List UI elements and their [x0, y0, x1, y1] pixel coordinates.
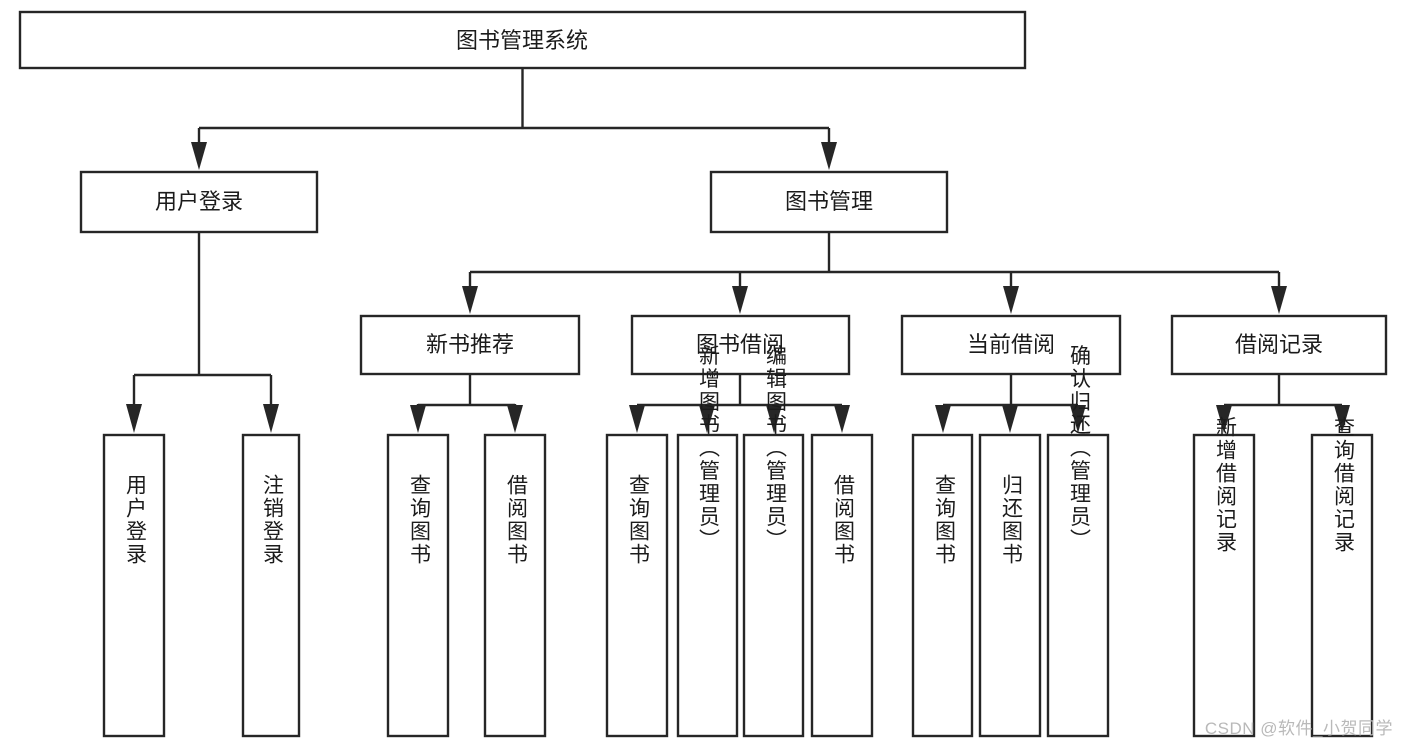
leaf-borrow-book-new-box[interactable] [483, 433, 547, 738]
leaf-add-book-admin-box[interactable] [676, 433, 739, 738]
arrowhead-leaf-add-book [699, 405, 715, 433]
leaf-query-borrow-record[interactable]: 查询借阅记录 [1310, 416, 1374, 738]
leaf-confirm-return-admin-label: 确认归还（管理员） [1067, 345, 1091, 552]
leaf-return-book[interactable]: 归还图书 [978, 433, 1042, 738]
arrowhead-leaf-logout [263, 404, 279, 433]
arrowhead-borrow-record [1271, 286, 1287, 314]
node-book-borrow[interactable]: 图书借阅 [630, 314, 851, 376]
arrowhead-leaf-confirm-return [1070, 405, 1086, 433]
leaf-return-book-box[interactable] [978, 433, 1042, 738]
leaf-add-borrow-record-box[interactable] [1192, 433, 1256, 738]
leaf-query-book-new-box[interactable] [386, 433, 450, 738]
node-current-borrow-label: 当前借阅 [967, 332, 1055, 357]
leaf-query-borrow-record-label: 查询借阅记录 [1331, 416, 1355, 554]
arrowhead-leaf-return-book [1002, 405, 1018, 433]
node-root[interactable]: 图书管理系统 [18, 10, 1027, 70]
node-book-manage-label: 图书管理 [785, 189, 873, 214]
arrowhead-leaf-borrow-book-1 [507, 405, 523, 433]
arrowhead-leaf-add-record [1216, 405, 1232, 433]
leaf-add-borrow-record[interactable]: 新增借阅记录 [1192, 416, 1256, 738]
arrowhead-leaf-query-book-3 [935, 405, 951, 433]
leaf-logout[interactable]: 注销登录 [241, 433, 301, 738]
arrowhead-leaf-borrow-book-2 [834, 405, 850, 433]
node-root-box[interactable] [18, 10, 1027, 70]
node-book-borrow-box[interactable] [630, 314, 851, 376]
node-user-login[interactable]: 用户登录 [79, 170, 319, 234]
node-book-borrow-label: 图书借阅 [696, 332, 784, 357]
leaf-query-book-new[interactable]: 查询图书 [386, 433, 450, 738]
arrowhead-leaf-query-book-2 [629, 405, 645, 433]
node-borrow-record-label: 借阅记录 [1235, 332, 1323, 357]
leaf-edit-book-admin-label: 编辑图书（管理员） [763, 345, 787, 552]
arrowhead-leaf-query-book-1 [410, 405, 426, 433]
connector-layer [126, 68, 1350, 433]
node-book-manage[interactable]: 图书管理 [709, 170, 949, 234]
leaf-borrow-book-borrow[interactable]: 借阅图书 [810, 433, 874, 738]
leaf-edit-book-admin-box[interactable] [742, 433, 805, 738]
node-borrow-record-box[interactable] [1170, 314, 1388, 376]
leaf-query-book-current-label: 查询图书 [932, 474, 956, 566]
leaf-query-borrow-record-box[interactable] [1310, 433, 1374, 738]
arrowhead-user-login [191, 142, 207, 170]
node-current-borrow[interactable]: 当前借阅 [900, 314, 1122, 376]
node-root-label: 图书管理系统 [456, 28, 588, 53]
node-user-login-box[interactable] [79, 170, 319, 234]
arrowhead-leaf-query-record [1334, 405, 1350, 433]
node-new-book-recommend[interactable]: 新书推荐 [359, 314, 581, 376]
node-current-borrow-box[interactable] [900, 314, 1122, 376]
node-book-manage-box[interactable] [709, 170, 949, 234]
arrowhead-book-borrow [732, 286, 748, 314]
leaf-confirm-return-admin-box[interactable] [1046, 433, 1110, 738]
node-new-book-recommend-box[interactable] [359, 314, 581, 376]
arrowhead-leaf-user-login [126, 404, 142, 433]
leaf-query-book-borrow-box[interactable] [605, 433, 669, 738]
leaf-query-book-new-label: 查询图书 [407, 474, 431, 566]
leaf-return-book-label: 归还图书 [999, 474, 1023, 566]
leaf-borrow-book-borrow-box[interactable] [810, 433, 874, 738]
arrowhead-current-borrow [1003, 286, 1019, 314]
leaf-add-borrow-record-label: 新增借阅记录 [1213, 416, 1237, 554]
leaf-borrow-book-borrow-label: 借阅图书 [831, 474, 855, 566]
arrowhead-new-book [462, 286, 478, 314]
node-borrow-record[interactable]: 借阅记录 [1170, 314, 1388, 376]
node-user-login-label: 用户登录 [155, 189, 243, 214]
leaf-edit-book-admin[interactable]: 编辑图书（管理员） [742, 345, 805, 738]
node-new-book-recommend-label: 新书推荐 [426, 332, 514, 357]
leaf-add-book-admin[interactable]: 新增图书（管理员） [676, 345, 739, 738]
leaf-confirm-return-admin[interactable]: 确认归还（管理员） [1046, 345, 1110, 738]
leaf-query-book-current[interactable]: 查询图书 [911, 433, 974, 738]
leaf-query-book-borrow[interactable]: 查询图书 [605, 433, 669, 738]
leaf-borrow-book-new[interactable]: 借阅图书 [483, 433, 547, 738]
leaf-logout-box[interactable] [241, 433, 301, 738]
leaf-user-login-box[interactable] [102, 433, 166, 738]
leaf-logout-label: 注销登录 [260, 474, 284, 566]
leaf-user-login[interactable]: 用户登录 [102, 433, 166, 738]
arrowhead-leaf-edit-book [766, 405, 782, 433]
leaf-borrow-book-new-label: 借阅图书 [504, 474, 528, 566]
leaf-query-book-borrow-label: 查询图书 [626, 474, 650, 566]
leaf-add-book-admin-label: 新增图书（管理员） [696, 345, 720, 552]
leaf-query-book-current-box[interactable] [911, 433, 974, 738]
leaf-user-login-label: 用户登录 [123, 474, 147, 566]
arrowhead-book-manage [821, 142, 837, 170]
